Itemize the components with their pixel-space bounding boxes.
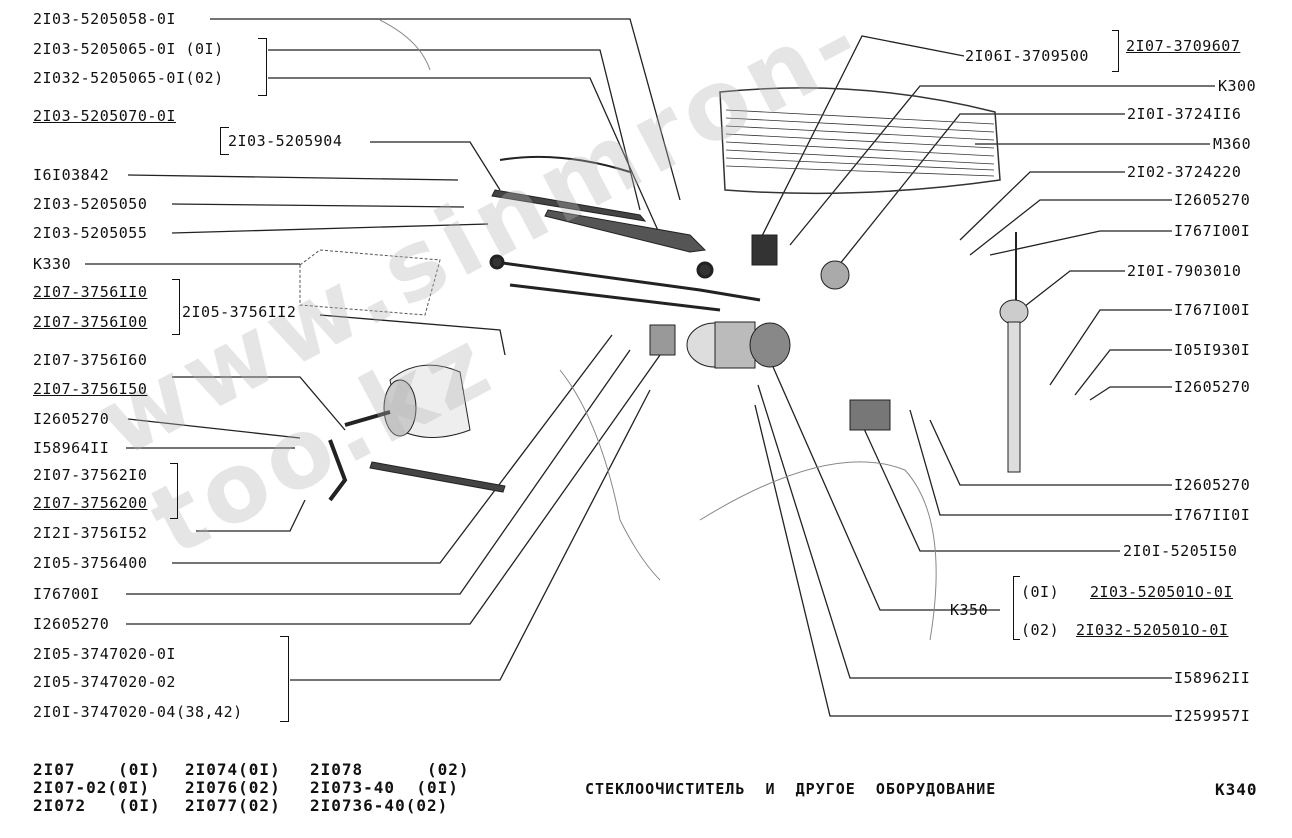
part-label: 2I05-3756400 <box>33 554 148 572</box>
part-label: 2I0I-3724II6 <box>1127 105 1242 123</box>
part-label: 2I032-5205065-0I(02) <box>33 69 224 87</box>
model-list: 2I0736-40(02) <box>310 796 449 815</box>
part-label: I2605270 <box>1174 191 1251 209</box>
part-label: 2I032-520501O-0I <box>1076 621 1229 639</box>
part-label: 2I03-5205050 <box>33 195 148 213</box>
part-label: 2I05-3756II2 <box>182 303 297 321</box>
part-label: 2I07-3756I00 <box>33 313 148 331</box>
part-label: 2I03-5205070-0I <box>33 107 176 125</box>
part-label: 2I07-3756I50 <box>33 380 148 398</box>
part-label: I767II0I <box>1174 506 1251 524</box>
model-list: 2I073-40 (0I) <box>310 778 459 797</box>
part-label: I259957I <box>1174 707 1251 725</box>
washer-motor <box>344 364 471 438</box>
part-label: 2I02-3724220 <box>1127 163 1242 181</box>
part-label: 2I2I-3756I52 <box>33 524 148 542</box>
headlamp-wiper <box>328 439 506 502</box>
part-label: 2I07-3756I60 <box>33 351 148 369</box>
model-list: 2I077(02) <box>185 796 281 815</box>
model-list: 2I074(0I) <box>185 760 281 779</box>
part-label: М360 <box>1213 135 1252 153</box>
part-label: 2I07-37562I0 <box>33 466 148 484</box>
washer-reservoir <box>299 249 441 316</box>
model-list: 2I07 (0I) <box>33 760 161 779</box>
part-label: (0I) <box>1021 583 1060 601</box>
bracket <box>280 636 289 722</box>
part-label: I2605270 <box>33 615 110 633</box>
part-label: К350 <box>950 601 989 619</box>
part-label: 2I06I-3709500 <box>965 47 1089 65</box>
wiper-motor <box>686 321 791 369</box>
bracket <box>172 279 180 335</box>
part-label: I76700I <box>33 585 100 603</box>
model-list: 2I076(02) <box>185 778 281 797</box>
bracket <box>1112 30 1119 72</box>
part-label: 2I0I-5205I50 <box>1123 542 1238 560</box>
page-title: СТЕКЛООЧИСТИТЕЛЬ И ДРУГОЕ ОБОРУДОВАНИЕ <box>585 780 997 798</box>
bracket <box>170 463 178 519</box>
part-label: I58964II <box>33 439 110 457</box>
antenna <box>999 232 1029 473</box>
body-outline <box>379 19 937 641</box>
part-label: 2I07-3756II0 <box>33 283 148 301</box>
part-label: I6I03842 <box>33 166 110 184</box>
part-label: I05I930I <box>1174 341 1251 359</box>
relay-units <box>649 234 891 431</box>
wiper-linkage <box>489 254 761 312</box>
part-label: 2I03-5205065-0I (0I) <box>33 40 224 58</box>
bracket <box>258 38 267 96</box>
part-label: 2I03-5205904 <box>228 132 343 150</box>
part-label: 2I07-3709607 <box>1126 37 1241 55</box>
leader-lines <box>85 18 1215 717</box>
part-label: К300 <box>1218 77 1257 95</box>
part-label: 2I03-520501O-0I <box>1090 583 1233 601</box>
part-label: I2605270 <box>33 410 110 428</box>
rear-window <box>719 87 1001 195</box>
model-list: 2I078 (02) <box>310 760 470 779</box>
part-label: 2I05-3747020-0I <box>33 645 176 663</box>
part-label: I767I00I <box>1174 301 1251 319</box>
page-code: К340 <box>1215 780 1258 799</box>
bracket <box>1013 576 1020 640</box>
part-label: I767I00I <box>1174 222 1251 240</box>
part-label: 2I03-5205055 <box>33 224 148 242</box>
wiper-blade <box>491 155 707 253</box>
part-label: 2I05-3747020-02 <box>33 673 176 691</box>
model-list: 2I07-02(0I) <box>33 778 150 797</box>
part-label: 2I03-5205058-0I <box>33 10 176 28</box>
part-label: 2I07-3756200 <box>33 494 148 512</box>
part-label: I2605270 <box>1174 476 1251 494</box>
part-label: 2I0I-7903010 <box>1127 262 1242 280</box>
bracket <box>220 127 229 155</box>
part-label: 2I0I-3747020-04(38,42) <box>33 703 243 721</box>
part-label: К330 <box>33 255 72 273</box>
part-label: I58962II <box>1174 669 1251 687</box>
part-label: I2605270 <box>1174 378 1251 396</box>
part-label: (02) <box>1021 621 1060 639</box>
model-list: 2I072 (0I) <box>33 796 161 815</box>
